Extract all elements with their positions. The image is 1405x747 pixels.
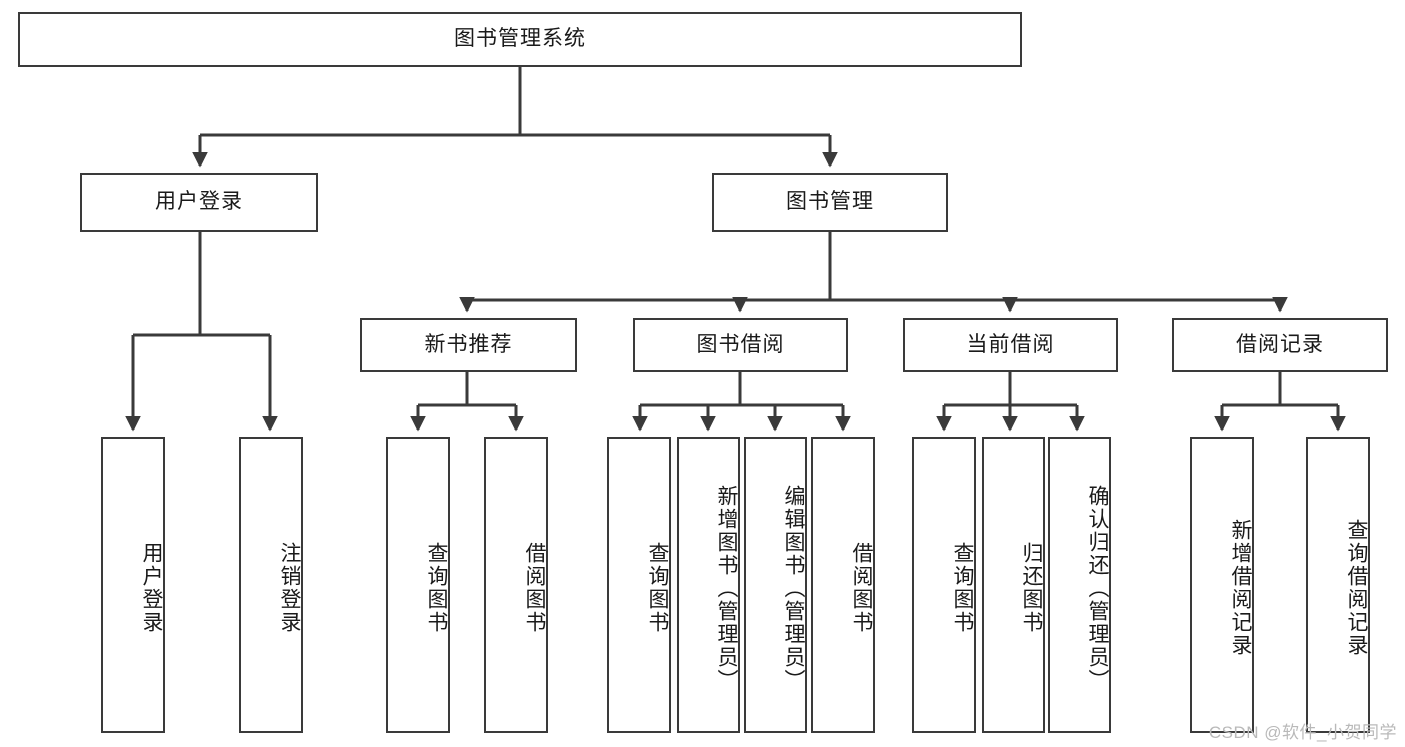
node-label: 查询借阅记录 — [1345, 519, 1368, 657]
node-label: 新增图书（管理员） — [715, 484, 738, 692]
node-label: 借阅图书 — [523, 542, 546, 634]
leaf-new-book-query[interactable]: 查询图书 — [386, 437, 450, 733]
node-label: 查询图书 — [951, 542, 974, 634]
node-label: 当前借阅 — [966, 332, 1055, 356]
leaf-user-login-logout[interactable]: 注销登录 — [239, 437, 303, 733]
node-current-borrow[interactable]: 当前借阅 — [903, 318, 1118, 372]
node-label: 用户登录 — [140, 542, 163, 634]
node-label: 确认归还（管理员） — [1086, 484, 1109, 692]
leaf-book-borrow-edit[interactable]: 编辑图书（管理员） — [744, 437, 807, 733]
node-label: 新增借阅记录 — [1229, 519, 1252, 657]
node-user-login[interactable]: 用户登录 — [80, 173, 318, 232]
node-label: 借阅记录 — [1236, 332, 1324, 356]
node-label: 查询图书 — [646, 542, 669, 634]
node-root-system[interactable]: 图书管理系统 — [18, 12, 1022, 67]
leaf-borrow-record-add[interactable]: 新增借阅记录 — [1190, 437, 1254, 733]
node-label: 新书推荐 — [424, 332, 513, 356]
leaf-book-borrow-query[interactable]: 查询图书 — [607, 437, 671, 733]
node-book-borrow[interactable]: 图书借阅 — [633, 318, 848, 372]
node-label: 归还图书 — [1020, 542, 1043, 634]
node-label: 图书管理 — [786, 190, 874, 214]
leaf-user-login-login[interactable]: 用户登录 — [101, 437, 165, 733]
leaf-current-borrow-confirm-return[interactable]: 确认归还（管理员） — [1048, 437, 1111, 733]
watermark-text: CSDN @软件_小贺同学 — [1208, 723, 1397, 742]
node-book-management[interactable]: 图书管理 — [712, 173, 948, 232]
node-label: 注销登录 — [278, 542, 301, 634]
node-label: 用户登录 — [155, 190, 243, 214]
leaf-current-borrow-query[interactable]: 查询图书 — [912, 437, 976, 733]
node-label: 编辑图书（管理员） — [782, 484, 805, 692]
leaf-current-borrow-return[interactable]: 归还图书 — [982, 437, 1045, 733]
leaf-book-borrow-add[interactable]: 新增图书（管理员） — [677, 437, 740, 733]
node-label: 查询图书 — [425, 542, 448, 634]
leaf-book-borrow-borrow[interactable]: 借阅图书 — [811, 437, 875, 733]
leaf-borrow-record-query[interactable]: 查询借阅记录 — [1306, 437, 1370, 733]
node-borrow-record[interactable]: 借阅记录 — [1172, 318, 1388, 372]
node-label: 借阅图书 — [850, 542, 873, 634]
node-label: 图书借阅 — [696, 332, 785, 356]
node-new-book-recommend[interactable]: 新书推荐 — [360, 318, 577, 372]
leaf-new-book-borrow[interactable]: 借阅图书 — [484, 437, 548, 733]
node-label: 图书管理系统 — [454, 27, 586, 51]
